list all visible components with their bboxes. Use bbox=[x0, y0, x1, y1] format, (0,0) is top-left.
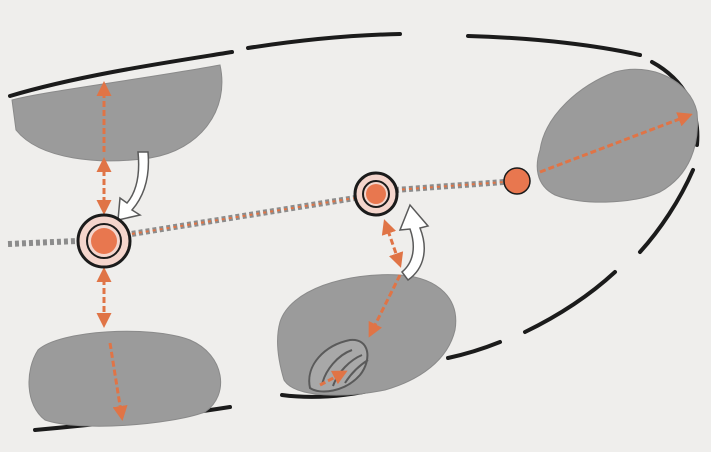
lower-left-blob bbox=[29, 331, 221, 426]
right-small-node bbox=[504, 168, 530, 194]
left-node bbox=[78, 215, 130, 267]
middle-node bbox=[355, 173, 397, 215]
